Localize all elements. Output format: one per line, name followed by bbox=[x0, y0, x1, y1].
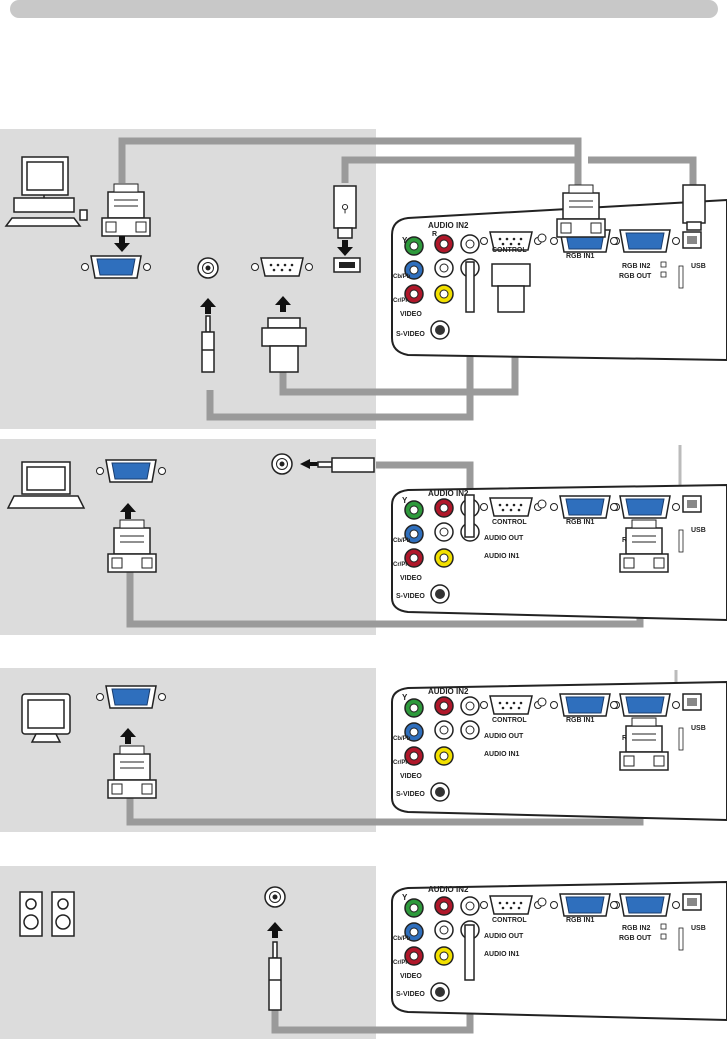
port-label: USB bbox=[691, 527, 706, 534]
usb-cable bbox=[341, 156, 578, 183]
port-label: AUDIO OUT bbox=[484, 733, 524, 740]
port-label: RGB OUT bbox=[619, 935, 652, 942]
port-label: AUDIO IN2 bbox=[428, 687, 469, 696]
port-label: Cr/Pr bbox=[393, 760, 408, 766]
speakers-icon bbox=[19, 891, 75, 937]
port-label: RGB IN1 bbox=[566, 519, 595, 526]
port-label: S-VIDEO bbox=[396, 331, 425, 338]
port-label: VIDEO bbox=[400, 773, 422, 780]
rgb-plug-icon bbox=[619, 519, 669, 573]
audio-plug-icon bbox=[464, 924, 475, 981]
panel-background bbox=[0, 668, 376, 832]
port-label: Y bbox=[402, 236, 408, 245]
port-label: Cb/Pb bbox=[393, 538, 411, 544]
port-label: Cb/Pb bbox=[393, 736, 411, 742]
header-bar bbox=[10, 0, 718, 18]
rgb-plug-icon bbox=[556, 184, 606, 238]
port-label: AUDIO IN1 bbox=[484, 751, 520, 758]
port-label: CONTROL bbox=[492, 917, 527, 924]
audio-cable bbox=[376, 461, 474, 495]
port-label: Cr/Pr bbox=[393, 960, 408, 966]
port-label: Y bbox=[402, 893, 408, 902]
serial-plug-icon bbox=[261, 317, 307, 373]
audio-cable bbox=[206, 300, 474, 421]
audio-plug-icon bbox=[317, 457, 375, 473]
port-label: AUDIO IN1 bbox=[484, 553, 520, 560]
projector-panel: AUDIO IN2 Y Cb/Pb Cr/Pr VIDEO S-VIDEO CO… bbox=[391, 880, 727, 1022]
port-label: S-VIDEO bbox=[396, 991, 425, 998]
port-label: CONTROL bbox=[492, 519, 527, 526]
port-label: VIDEO bbox=[400, 311, 422, 318]
arrow-left-icon bbox=[300, 459, 318, 469]
projector-panel: AUDIO IN2 Y Cb/Pb Cr/Pr VIDEO S-VIDEO CO… bbox=[391, 483, 727, 622]
cables bbox=[118, 137, 697, 421]
usb-plug-icon: ⚲ bbox=[333, 185, 357, 239]
port-label: RGB IN2 bbox=[622, 925, 651, 932]
port-label: Cb/Pb bbox=[393, 936, 411, 942]
port-label: RGB IN1 bbox=[566, 717, 595, 724]
panel-monitor: AUDIO IN2 Y Cb/Pb Cr/Pr VIDEO S-VIDEO CO… bbox=[0, 668, 727, 832]
desktop-computer-icon bbox=[4, 156, 88, 227]
port-label: USB bbox=[691, 925, 706, 932]
port-label: AUDIO OUT bbox=[484, 933, 524, 940]
rgb-plug-icon bbox=[107, 519, 157, 573]
port-label: Y bbox=[402, 496, 408, 505]
audio-plug-icon bbox=[464, 494, 475, 538]
port-label: Cr/Pr bbox=[393, 298, 408, 304]
usb-cable-b bbox=[588, 156, 697, 193]
audio-plug-icon bbox=[201, 315, 215, 373]
port-label: VIDEO bbox=[400, 973, 422, 980]
port-label: R bbox=[622, 537, 627, 544]
rgb-cable bbox=[118, 137, 582, 193]
usb-port-icon bbox=[333, 257, 361, 273]
port-label: S-VIDEO bbox=[396, 791, 425, 798]
panel-speakers: AUDIO IN2 Y Cb/Pb Cr/Pr VIDEO S-VIDEO CO… bbox=[0, 866, 727, 1039]
usb-plug-icon bbox=[682, 184, 706, 231]
port-label: S-VIDEO bbox=[396, 593, 425, 600]
panel-laptop: AUDIO IN2 Y Cb/Pb Cr/Pr VIDEO S-VIDEO CO… bbox=[0, 439, 727, 635]
rgb-plug-icon bbox=[101, 183, 151, 237]
port-label: VIDEO bbox=[400, 575, 422, 582]
port-label: RGB IN1 bbox=[566, 917, 595, 924]
projector-panel: AUDIO IN2 Y R Cb/Pb Cr/Pr VIDEO S-VIDEO … bbox=[391, 198, 727, 362]
port-label: CONTROL bbox=[492, 247, 527, 254]
audio-plug-icon bbox=[268, 941, 282, 1011]
port-label: Y bbox=[402, 693, 408, 702]
port-label: AUDIO IN1 bbox=[484, 951, 520, 958]
monitor-icon bbox=[21, 693, 71, 743]
port-label: USB bbox=[691, 263, 706, 270]
projector-panel: AUDIO IN2 Y Cb/Pb Cr/Pr VIDEO S-VIDEO CO… bbox=[391, 680, 727, 822]
port-label: AUDIO OUT bbox=[484, 535, 524, 542]
port-label: R bbox=[622, 735, 627, 742]
audio-port-icon bbox=[264, 886, 286, 908]
port-label: RGB OUT bbox=[619, 273, 652, 280]
port-label: AUDIO IN2 bbox=[428, 885, 469, 894]
audio-port-icon bbox=[271, 453, 293, 475]
port-label: RGB IN1 bbox=[566, 253, 595, 260]
audio-plug-icon bbox=[465, 261, 475, 313]
rgb-plug-icon bbox=[619, 717, 669, 771]
port-label: CONTROL bbox=[492, 717, 527, 724]
rgb-plug-icon bbox=[107, 745, 157, 799]
panel-computer: ⚲ AUDIO IN2 Y R Cb/Pb Cr/Pr bbox=[0, 129, 727, 429]
port-label: USB bbox=[691, 725, 706, 732]
port-label: Cr/Pr bbox=[393, 562, 408, 568]
port-label: R bbox=[432, 231, 437, 238]
port-label: AUDIO IN2 bbox=[428, 489, 469, 498]
svg-text:⚲: ⚲ bbox=[341, 203, 349, 215]
port-label: Cb/Pb bbox=[393, 274, 411, 280]
port-label: RGB IN2 bbox=[622, 263, 651, 270]
port-label: AUDIO IN2 bbox=[428, 221, 469, 230]
laptop-icon bbox=[6, 461, 86, 509]
audio-port-icon bbox=[197, 257, 219, 279]
rs232c-plug-icon bbox=[491, 263, 531, 313]
